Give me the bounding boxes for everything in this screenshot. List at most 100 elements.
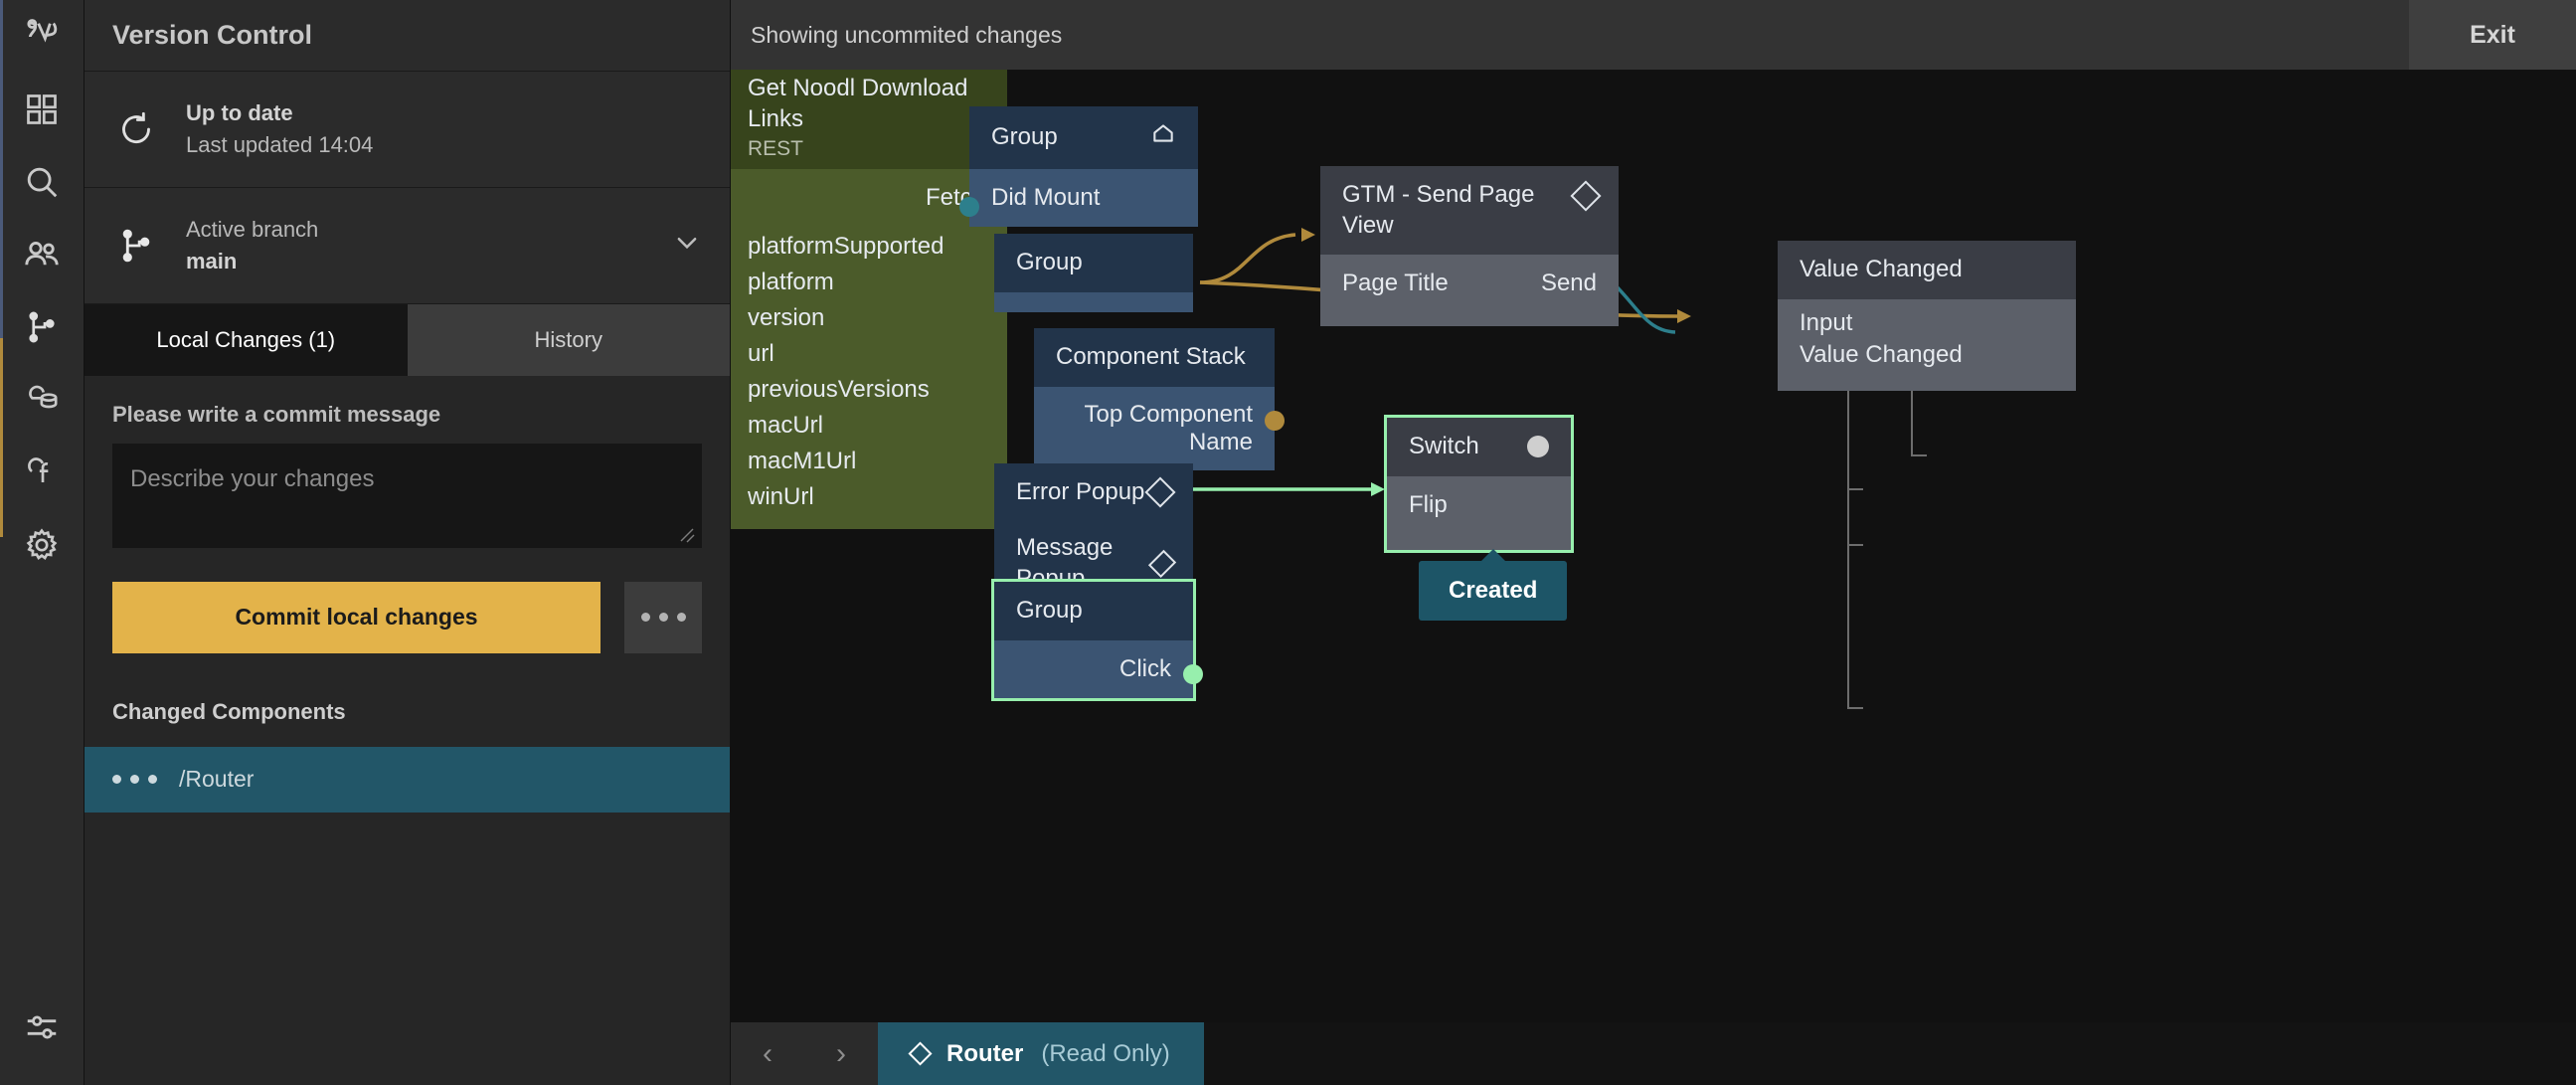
commit-section: Please write a commit message Describe y… (85, 375, 730, 653)
branch-label: Active branch (186, 216, 319, 242)
diamond-icon (1144, 476, 1176, 508)
port-send[interactable]: Send (1540, 270, 1597, 297)
node-title: Group (1016, 597, 1083, 624)
changed-component-label: /Router (179, 766, 255, 793)
circle-icon (1527, 436, 1549, 458)
node-group-root[interactable]: Group Did Mount (959, 106, 1198, 227)
tab-router[interactable]: Router (Read Only) (878, 1022, 1204, 1085)
node-title: Switch (1409, 433, 1479, 459)
diamond-icon (1570, 180, 1602, 212)
gear-icon[interactable] (0, 508, 85, 581)
port-dot-did-mount[interactable] (959, 197, 979, 217)
commit-button[interactable]: Commit local changes (112, 581, 601, 653)
sync-primary: Up to date (186, 100, 293, 125)
node-group-click[interactable]: Group Click (991, 579, 1203, 701)
port-flip[interactable]: Flip (1409, 490, 1448, 518)
node-switch[interactable]: Switch Flip (1384, 415, 1574, 553)
resize-grip-icon[interactable] (677, 525, 697, 545)
noodl-logo-icon[interactable] (0, 0, 85, 73)
port-winurl[interactable]: winUrl (748, 483, 814, 511)
tab-local-changes[interactable]: Local Changes (1) (85, 303, 408, 376)
branch-icon[interactable] (0, 290, 85, 363)
uncommitted-status-text: Showing uncommited changes (751, 21, 1063, 48)
components-grid-icon[interactable] (0, 73, 85, 145)
node-value-changed[interactable]: Value Changed Input Value Changed (1778, 241, 2076, 391)
port-value-changed[interactable]: Value Changed (1800, 340, 1963, 368)
commit-message-placeholder: Describe your changes (130, 464, 375, 492)
users-icon[interactable] (0, 218, 85, 290)
port-input[interactable]: Input (1800, 308, 1853, 336)
port-previousversions[interactable]: previousVersions (748, 376, 930, 404)
port-page-title[interactable]: Page Title (1342, 270, 1449, 297)
branch-value: main (186, 248, 238, 273)
sync-secondary: Last updated 14:04 (186, 131, 374, 157)
nav-prev-button[interactable]: ‹ (763, 1036, 773, 1070)
port-dot-click[interactable] (1183, 664, 1203, 684)
active-branch-row[interactable]: Active branch main (85, 187, 730, 304)
node-title: Group (991, 123, 1058, 150)
nav-next-button[interactable]: › (836, 1036, 846, 1070)
node-title: Error Popup (1016, 478, 1145, 505)
port-macm1url[interactable]: macM1Url (748, 448, 857, 475)
bottom-bar: ‹ › Router (Read Only) (731, 1022, 2576, 1085)
cloud-functions-icon[interactable] (0, 436, 85, 508)
port-did-mount[interactable]: Did Mount (991, 183, 1101, 211)
status-badge-created: Created (1419, 549, 1568, 621)
tab-router-state: (Read Only) (1041, 1039, 1170, 1067)
icon-rail (0, 0, 85, 1085)
node-group-2[interactable]: Group (994, 234, 1193, 312)
port-version[interactable]: version (748, 304, 825, 332)
node-subtitle: REST (748, 137, 804, 161)
port-macurl[interactable]: macUrl (748, 412, 823, 440)
node-rest-get-noodl-download-links[interactable]: Get Noodl Download Links REST Fetch plat… (731, 70, 1007, 530)
tree-trunk (1911, 334, 1913, 456)
tree-trunk (1847, 262, 1849, 709)
node-canvas[interactable]: Get Noodl Download Links REST Fetch plat… (731, 70, 2576, 1022)
node-title: GTM - Send Page View (1342, 181, 1535, 239)
ellipsis-icon[interactable] (112, 775, 157, 785)
changed-components-list: /Router (85, 746, 730, 1085)
commit-actions: Commit local changes (112, 581, 702, 653)
branch-icon (112, 227, 160, 265)
commit-message-input[interactable]: Describe your changes (112, 443, 702, 548)
vc-tabs: Local Changes (1) History (85, 303, 730, 376)
node-component-stack[interactable]: Component Stack Top Component Name (1034, 328, 1285, 470)
changed-components-header: Changed Components (85, 652, 730, 747)
ellipsis-icon (640, 613, 686, 623)
node-title: Value Changed (1800, 256, 1963, 282)
port-dot-top-component-name[interactable] (1265, 411, 1285, 431)
main-area: Showing uncommited changes Exit (731, 0, 2576, 1085)
list-item[interactable]: /Router (85, 746, 730, 813)
rail-accent-blue (0, 0, 3, 338)
tree-branch (1847, 707, 1863, 709)
sync-status-row[interactable]: Up to date Last updated 14:04 (85, 72, 730, 188)
node-gtm-send-page-view[interactable]: GTM - Send Page View Page Title Send (1320, 166, 1619, 327)
top-bar: Showing uncommited changes Exit (731, 0, 2576, 70)
version-control-panel: Version Control Up to date Last updated … (85, 0, 731, 1085)
cloud-data-icon[interactable] (0, 363, 85, 436)
document-nav: ‹ › (731, 1022, 878, 1085)
diamond-icon (908, 1041, 933, 1066)
node-title: Get Noodl Download Links (748, 75, 968, 132)
port-top-component-name[interactable]: Top Component Name (1084, 400, 1253, 455)
port-url[interactable]: url (748, 340, 774, 368)
port-click[interactable]: Click (1119, 654, 1171, 682)
home-icon (1150, 120, 1176, 155)
tree-branch (1911, 454, 1927, 456)
rail-accent-gold (0, 338, 3, 537)
port-platform[interactable]: platform (748, 269, 834, 296)
chevron-down-icon[interactable] (672, 228, 702, 263)
tree-branch (1847, 544, 1863, 546)
sliders-icon[interactable] (0, 991, 85, 1063)
exit-button[interactable]: Exit (2409, 0, 2576, 70)
panel-title: Version Control (85, 0, 730, 72)
tab-history[interactable]: History (407, 303, 730, 376)
tab-router-title: Router (946, 1039, 1024, 1067)
node-title: Group (1016, 249, 1083, 275)
commit-more-button[interactable] (624, 581, 702, 653)
port-platformsupported[interactable]: platformSupported (748, 233, 945, 261)
search-icon[interactable] (0, 145, 85, 218)
refresh-icon[interactable] (112, 109, 160, 149)
tree-branch (1847, 488, 1863, 490)
